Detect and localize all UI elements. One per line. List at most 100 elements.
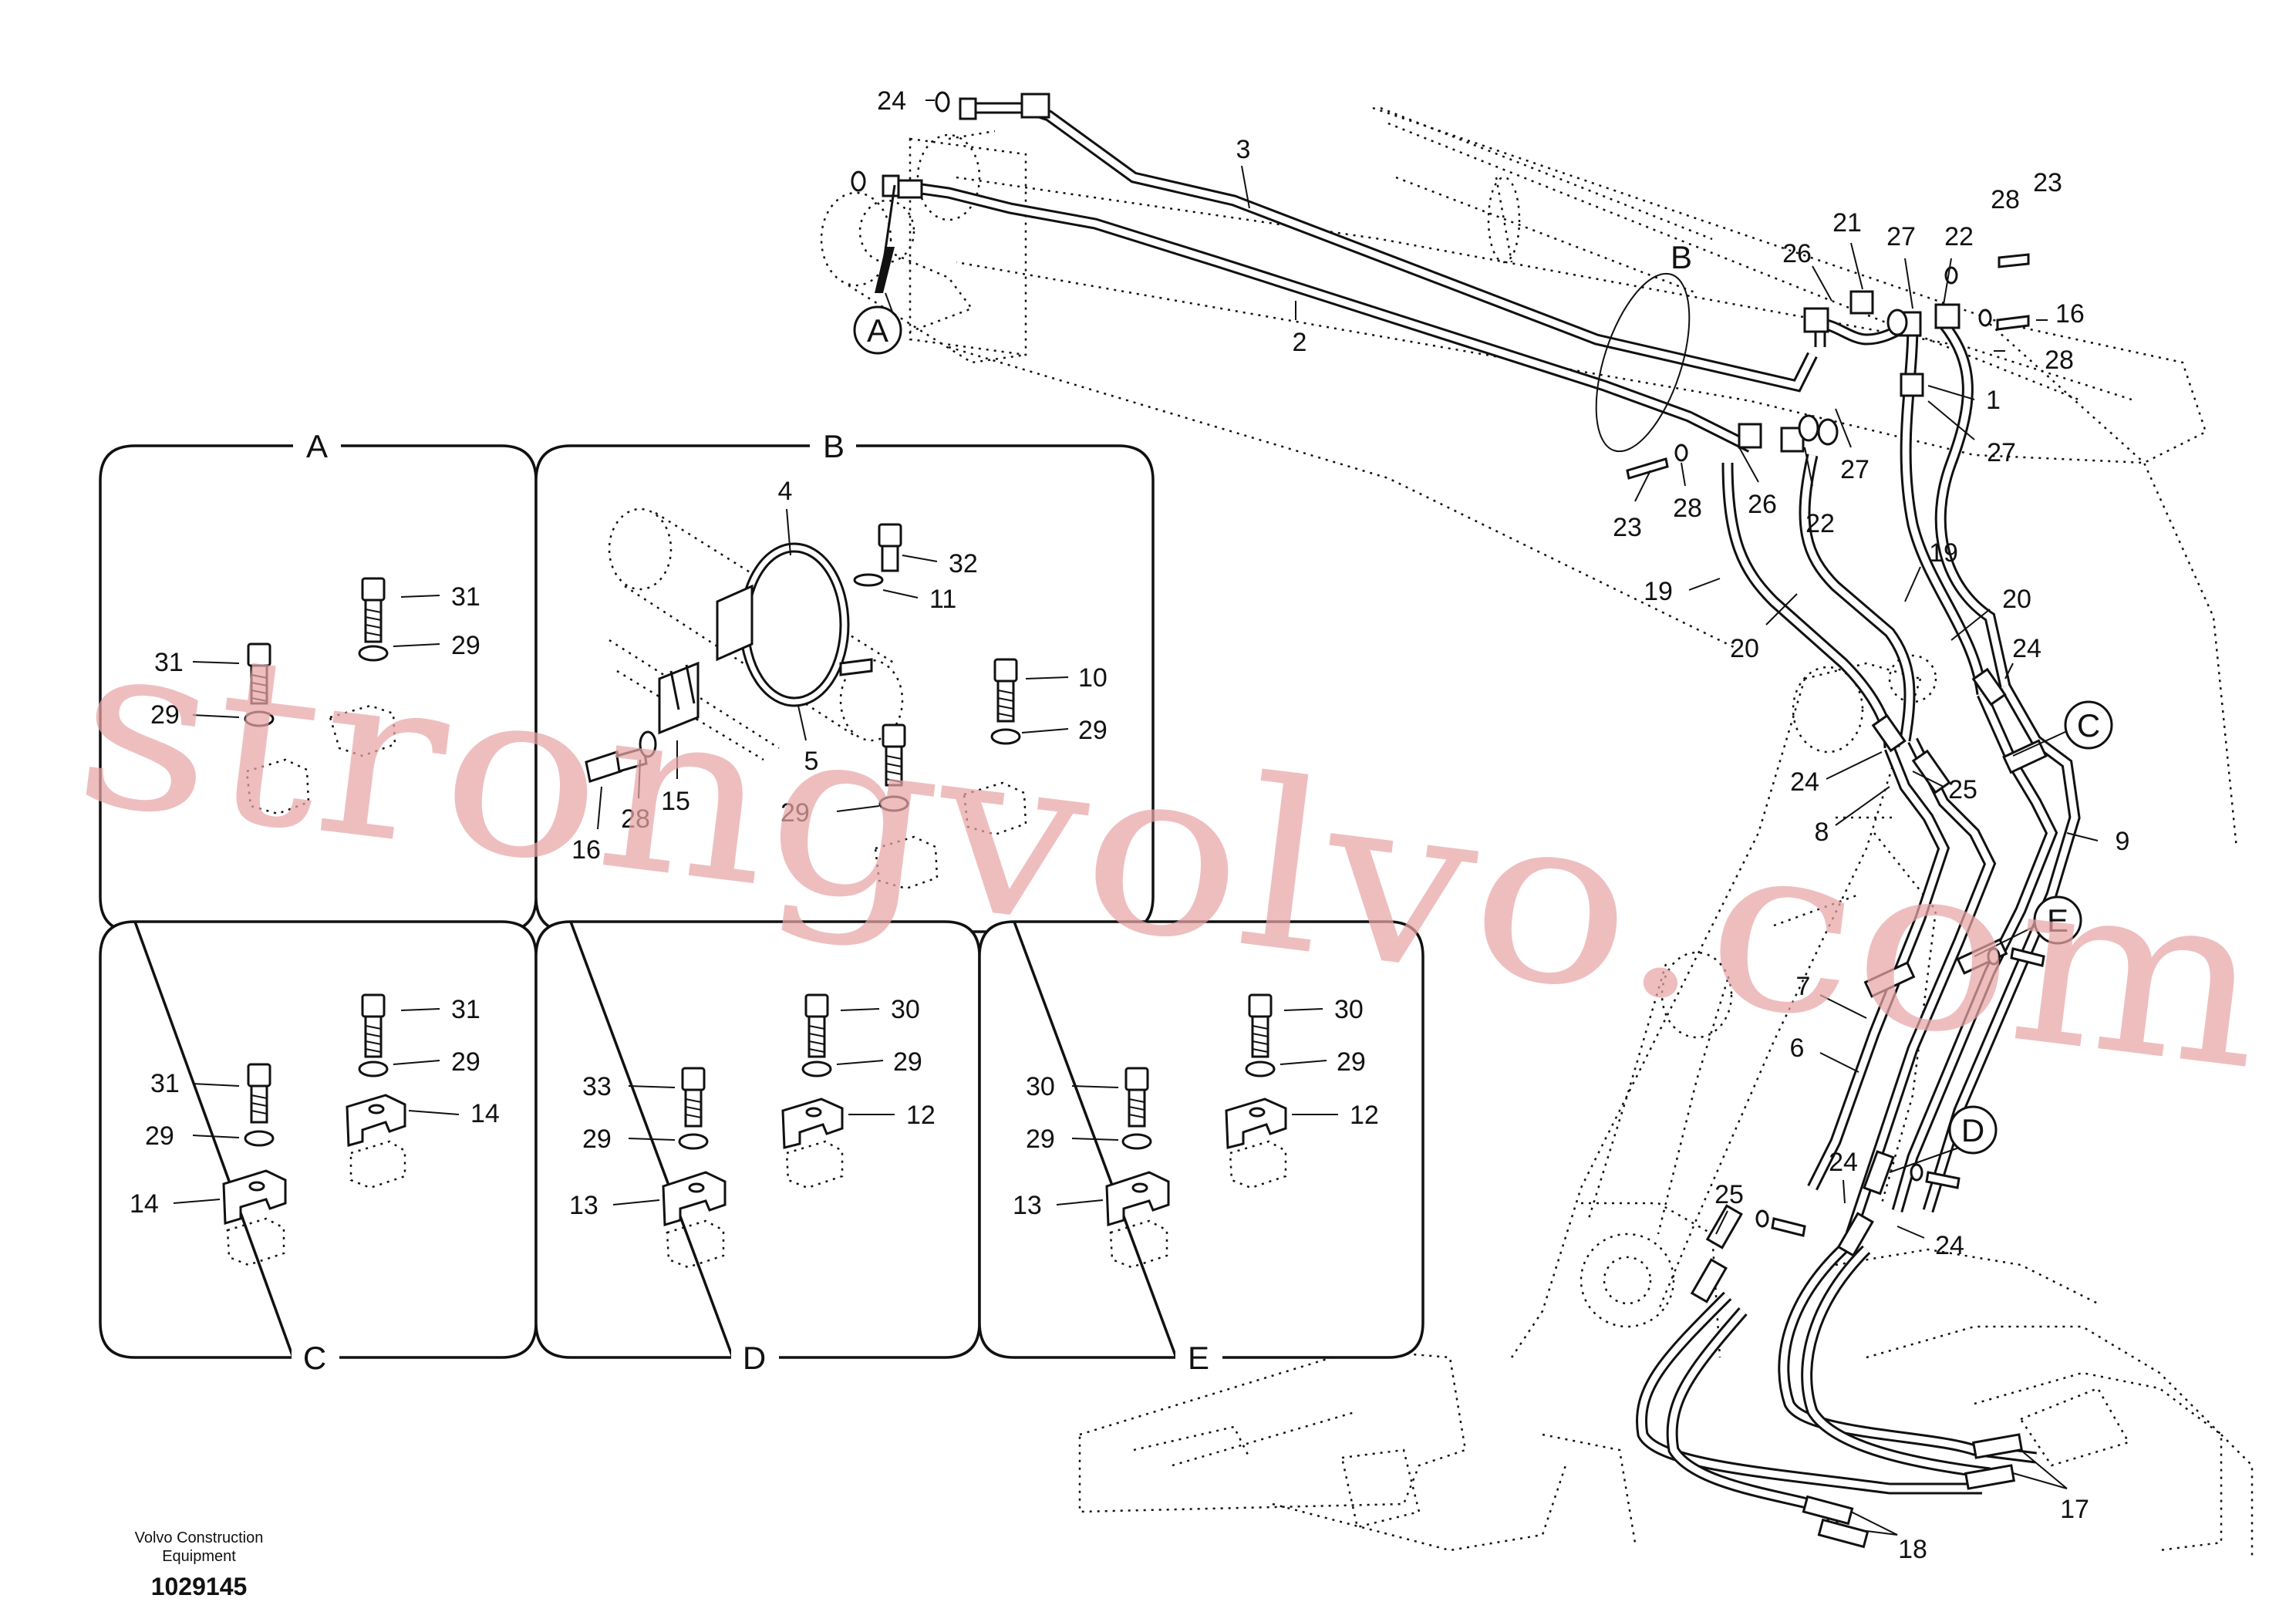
callout-c: C xyxy=(2012,700,2113,757)
clamp-bracket-icon xyxy=(716,584,754,662)
part-label: 9 xyxy=(2116,827,2130,856)
part-label: 21 xyxy=(1832,208,1862,238)
part-label: 30 xyxy=(1334,995,1364,1024)
part-label: 16 xyxy=(2055,299,2085,329)
section-b-outline xyxy=(1595,272,1691,453)
hose-end-icon xyxy=(1817,1518,1870,1549)
o-ring-icon xyxy=(851,170,866,192)
part-label: 22 xyxy=(1944,222,1974,251)
bolt-icon xyxy=(882,723,906,787)
elbow-fitting-icon xyxy=(1803,307,1829,333)
main-labels: 24 3 2 23 28 26 22 27 21 26 27 22 28 23 … xyxy=(877,86,2129,1564)
washer-icon xyxy=(1978,309,1992,327)
washer-icon xyxy=(639,730,657,758)
pipe-clamp-icon xyxy=(1863,961,1916,998)
part-label: 31 xyxy=(150,1069,180,1098)
callout-a: A xyxy=(853,292,902,355)
part-label: 20 xyxy=(2002,585,2031,614)
panel-c: C 31 29 14 xyxy=(99,920,538,1376)
washer-icon xyxy=(244,1130,275,1147)
part-label: 17 xyxy=(2060,1495,2089,1524)
washer-icon xyxy=(801,1061,832,1077)
part-label: 29 xyxy=(451,1047,480,1077)
part-label: 18 xyxy=(1898,1535,1927,1564)
part-label: 11 xyxy=(929,585,956,614)
pipe-clamp-icon xyxy=(1020,93,1050,119)
part-label: 31 xyxy=(154,648,184,677)
union-fitting-icon xyxy=(1690,1258,1728,1303)
part-label: 14 xyxy=(470,1099,500,1128)
part-label: 24 xyxy=(877,86,906,116)
part-label: 14 xyxy=(130,1189,159,1219)
part-label: 16 xyxy=(571,835,601,865)
pipe-clamp-icon xyxy=(1863,1150,1895,1195)
part-label: 3 xyxy=(1236,135,1251,164)
part-label: 20 xyxy=(1730,634,1759,663)
part-label: 27 xyxy=(1886,222,1916,251)
bolt-icon xyxy=(361,993,386,1058)
washer-icon xyxy=(678,1133,709,1150)
part-label: 29 xyxy=(582,1125,612,1154)
bolt-icon xyxy=(1996,315,2030,331)
union-fitting-icon xyxy=(1971,667,2007,706)
washer-icon xyxy=(1674,443,1688,462)
washer-icon xyxy=(358,1061,389,1077)
part-label: 12 xyxy=(906,1101,936,1130)
clamp-icon xyxy=(245,758,310,815)
bolt-icon xyxy=(1124,1067,1149,1128)
part-label: 12 xyxy=(1350,1101,1379,1130)
washer-icon xyxy=(1121,1133,1152,1150)
o-ring-icon xyxy=(1886,309,1908,336)
part-label: 15 xyxy=(661,787,690,816)
hose-end-icon xyxy=(1971,1433,2024,1459)
company-name: Volvo Construction xyxy=(135,1529,264,1546)
callouts: A B C E D xyxy=(853,239,2113,1173)
drawing-number: 1029145 xyxy=(151,1573,248,1600)
callout-d: D xyxy=(1889,1105,1998,1173)
panel-d-title: D xyxy=(743,1340,766,1376)
washer-icon xyxy=(244,710,275,727)
arm-pipes xyxy=(1636,667,2081,1549)
panel-d: D 30 29 12 xyxy=(534,920,981,1376)
part-label: 24 xyxy=(1829,1148,1858,1177)
svg-text:D: D xyxy=(1961,1112,1984,1148)
part-label: 24 xyxy=(2012,634,2041,663)
panel-a: A 31 29 31 29 xyxy=(99,428,538,933)
part-label: 24 xyxy=(1935,1231,1964,1260)
part-label: 19 xyxy=(1929,538,1958,568)
pipe-clamp-icon xyxy=(1911,749,1951,794)
o-ring-icon xyxy=(1798,414,1819,442)
part-label: 28 xyxy=(621,804,650,834)
svg-text:C: C xyxy=(2077,707,2100,744)
panel-e: E 30 29 12 xyxy=(978,920,1424,1376)
bolt-icon xyxy=(804,993,829,1058)
part-label: 24 xyxy=(1790,767,1819,797)
washer-icon xyxy=(1755,1209,1769,1228)
part-label: 29 xyxy=(451,631,480,660)
part-label: 28 xyxy=(1673,494,1702,523)
union-fitting-icon xyxy=(1871,713,1907,753)
part-label: 29 xyxy=(893,1047,922,1077)
clamp-icon xyxy=(222,1169,287,1225)
bolt-icon xyxy=(247,642,271,705)
bolt-icon xyxy=(681,1067,706,1128)
part-label: 28 xyxy=(1991,185,2020,214)
panel-c-title: C xyxy=(303,1340,326,1376)
spacer-block-icon xyxy=(658,661,700,735)
hose-end-icon xyxy=(1964,1464,2016,1490)
part-label: 29 xyxy=(1337,1047,1366,1077)
part-label: 22 xyxy=(1805,509,1835,538)
part-label: 23 xyxy=(2033,168,2062,197)
clamp-icon xyxy=(1225,1098,1287,1149)
clamp-icon xyxy=(346,1094,406,1147)
part-label: 8 xyxy=(1815,818,1829,847)
washer-icon xyxy=(1987,947,2001,966)
panel-b: B xyxy=(534,428,1155,933)
washer-icon xyxy=(358,645,389,662)
bolt-icon xyxy=(1771,1217,1806,1237)
part-label: 30 xyxy=(891,995,920,1024)
bolt-icon xyxy=(361,577,386,643)
clamp-icon xyxy=(662,1171,727,1226)
pipe-fitting-icon xyxy=(882,174,900,197)
panel-b-title: B xyxy=(823,428,845,464)
